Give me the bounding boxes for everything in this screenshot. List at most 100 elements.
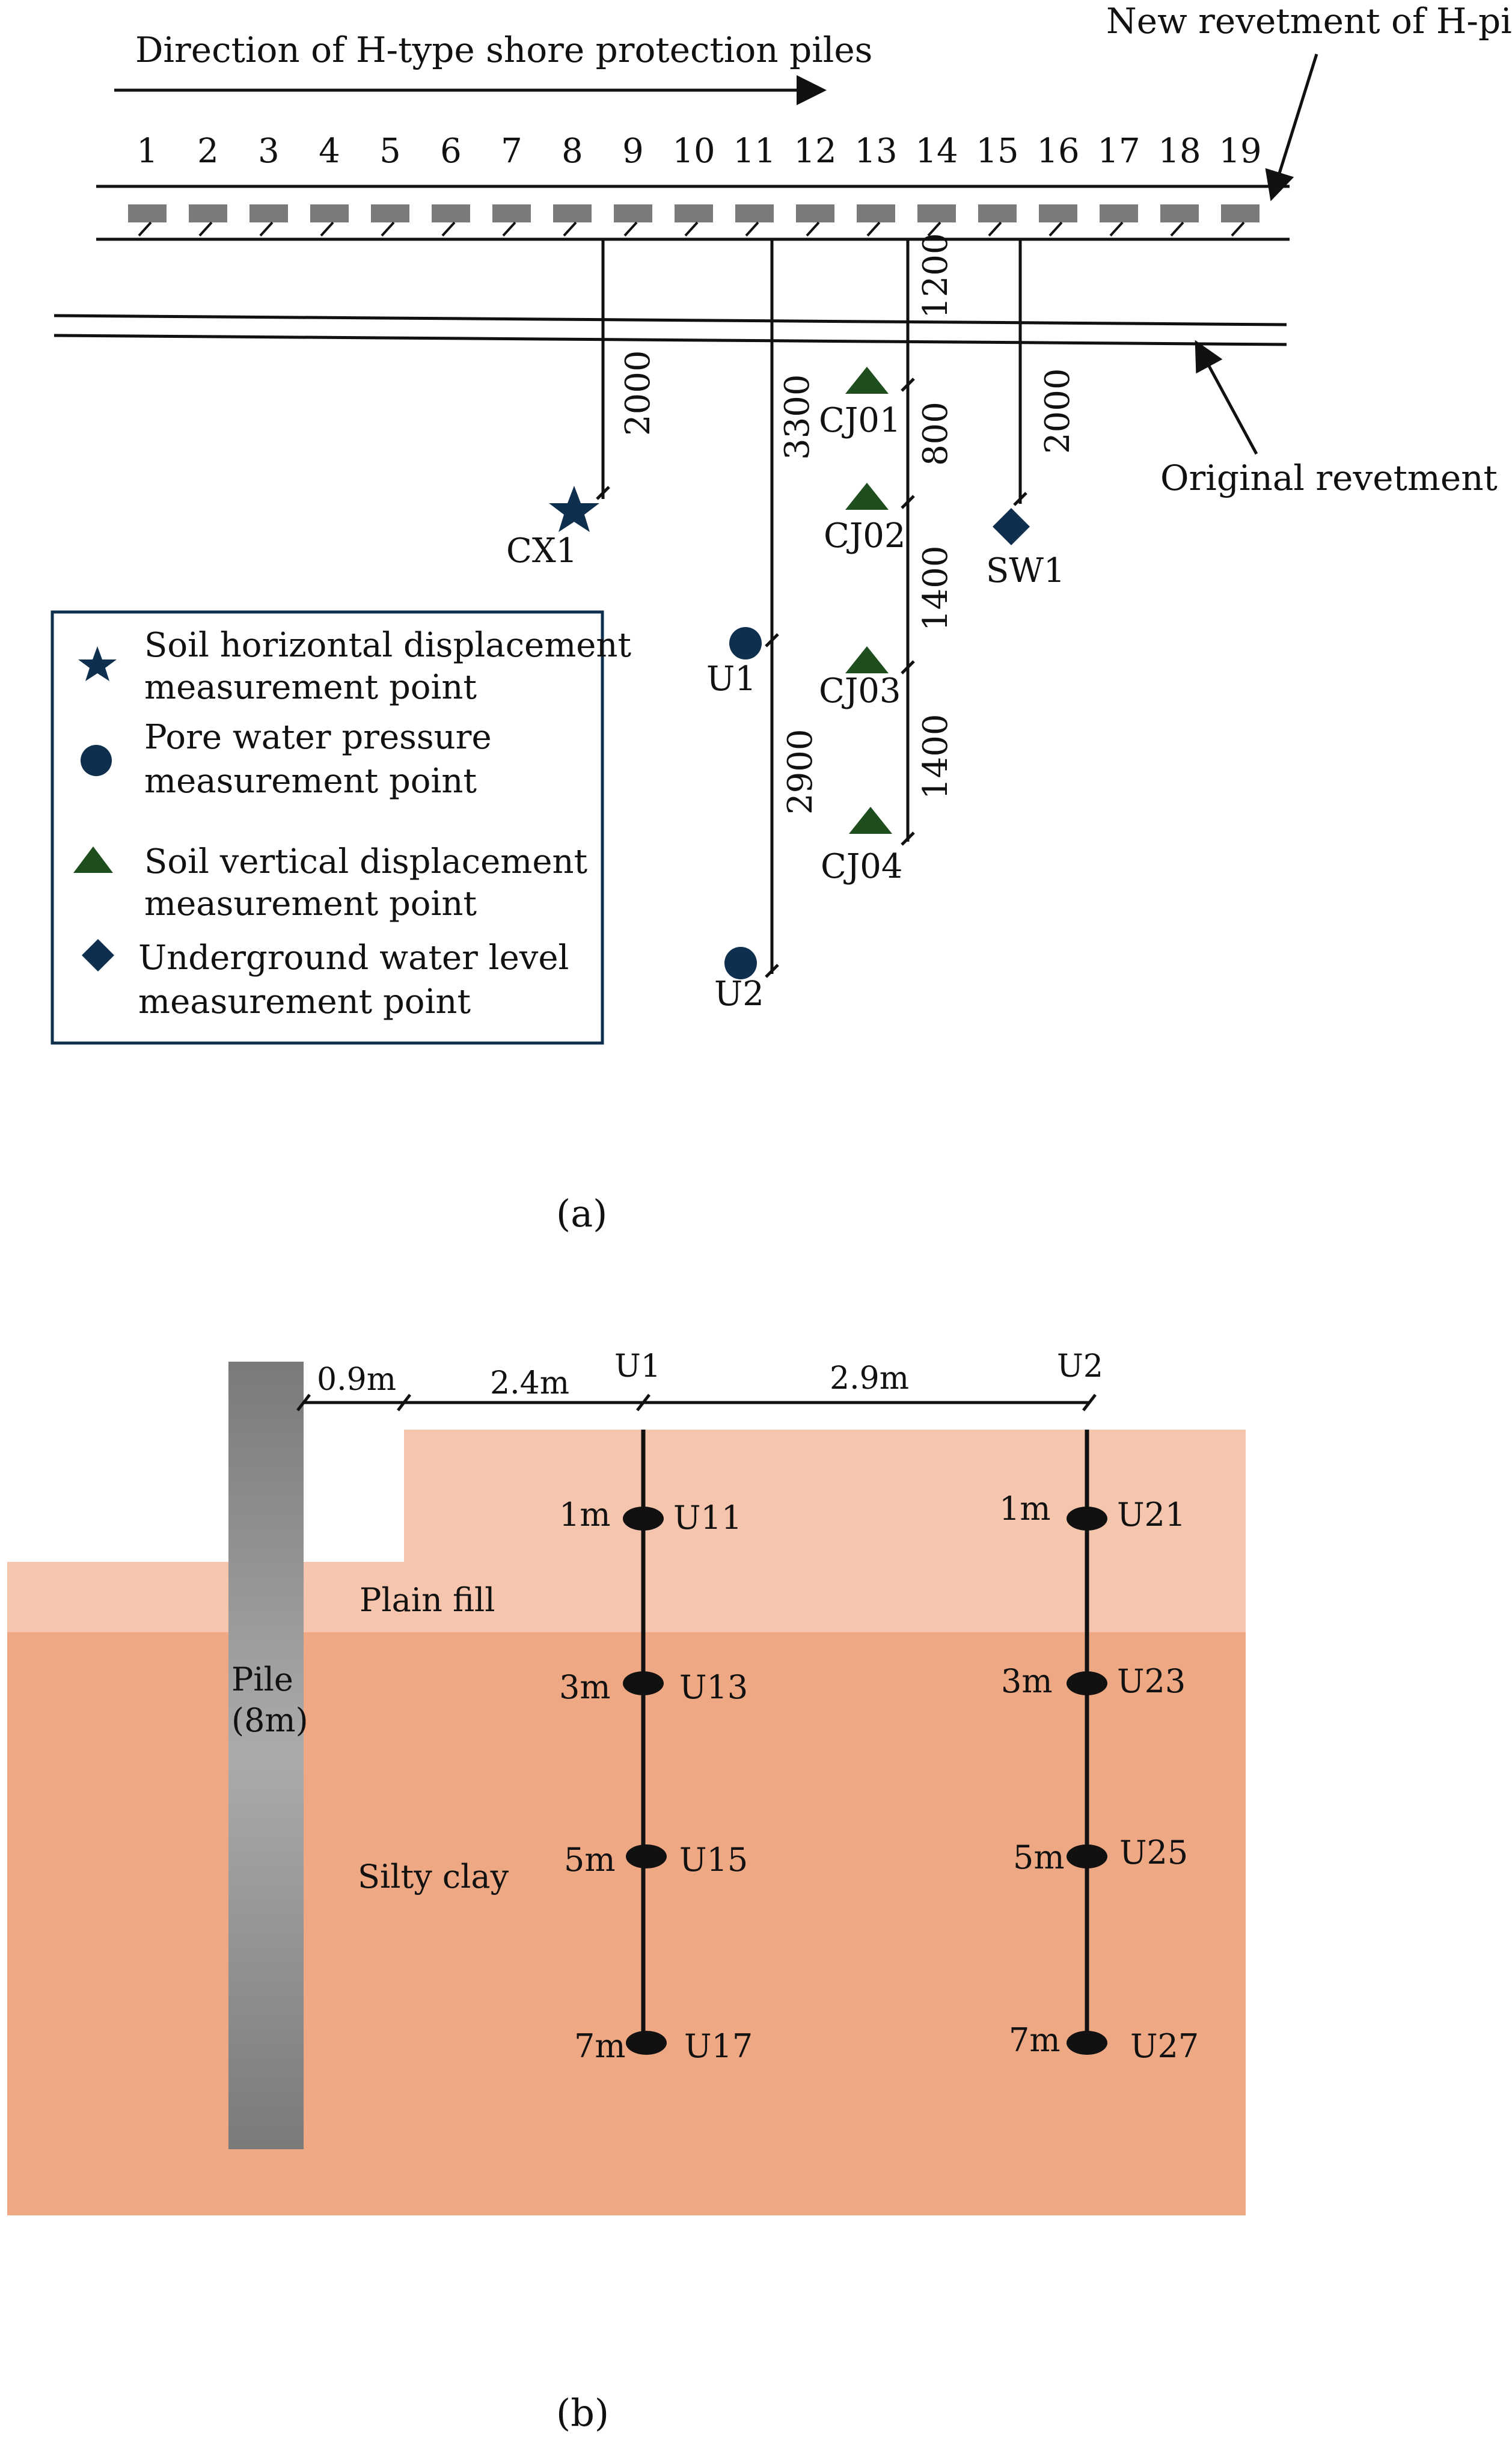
original-revetment-line-1 bbox=[54, 314, 1287, 326]
cx1-dimension: 2000 bbox=[619, 350, 658, 436]
dim-tick-u2 bbox=[1082, 1394, 1097, 1412]
dim-0-9m: 0.9m bbox=[317, 1362, 396, 1398]
dim-2-9m: 2.9m bbox=[830, 1360, 909, 1397]
panel-a: Direction of H-type shore protection pil… bbox=[51, 1, 1512, 1235]
pile-segment-11 bbox=[735, 204, 774, 222]
legend-triangle-icon bbox=[73, 846, 113, 873]
cj03-tick bbox=[901, 660, 915, 675]
cj-03-04-dimension: 1400 bbox=[916, 714, 955, 800]
cj02-label: CJ02 bbox=[824, 516, 906, 555]
cj03-triangle-marker bbox=[845, 646, 889, 673]
cj-top-dimension: 1200 bbox=[916, 233, 955, 319]
pile-number-18: 18 bbox=[1158, 132, 1201, 171]
pile-tick-10 bbox=[684, 221, 699, 237]
cj04-tick bbox=[901, 831, 915, 846]
pile-number-5: 5 bbox=[379, 132, 401, 171]
original-revetment-label: Original revetment bbox=[1160, 457, 1498, 498]
pile-tick-3 bbox=[259, 221, 274, 237]
cx1-star-marker bbox=[549, 486, 599, 532]
pile-segment-2 bbox=[189, 204, 227, 222]
pile-segment-5 bbox=[371, 204, 409, 222]
pile-tick-8 bbox=[563, 221, 577, 237]
pile-tick-2 bbox=[198, 221, 213, 237]
legend-star-icon bbox=[78, 646, 117, 681]
u2-circle-marker bbox=[724, 947, 757, 979]
legend-star-line2: measurement point bbox=[144, 668, 477, 707]
u23-sensor bbox=[1067, 1671, 1107, 1695]
cj02-tick bbox=[901, 495, 915, 509]
pile-number-14: 14 bbox=[915, 132, 958, 171]
u1-tick bbox=[765, 633, 779, 647]
dim-tick-pile bbox=[296, 1394, 311, 1412]
original-revetment-line-2 bbox=[54, 334, 1287, 346]
pile-number-13: 13 bbox=[854, 132, 897, 171]
pile-tick-18 bbox=[1170, 221, 1184, 237]
u2-depth-3m: 3m bbox=[1001, 1662, 1053, 1700]
sw1-tick bbox=[1013, 492, 1027, 506]
pile-tick-6 bbox=[441, 221, 456, 237]
pile-segment-8 bbox=[553, 204, 592, 222]
u1-depth-3m: 3m bbox=[559, 1668, 611, 1706]
u2-depth-1m: 1m bbox=[999, 1490, 1051, 1528]
pile-tick-14 bbox=[927, 221, 941, 237]
legend: Soil horizontal displacement measurement… bbox=[51, 610, 632, 1045]
pile-segment-9 bbox=[614, 204, 652, 222]
pile-segment-3 bbox=[249, 204, 288, 222]
pile-tick-19 bbox=[1231, 221, 1245, 237]
u11-sensor bbox=[623, 1507, 664, 1531]
legend-triangle-line2: measurement point bbox=[144, 884, 477, 923]
pile-number-2: 2 bbox=[197, 132, 219, 171]
sw-dimension: 2000 bbox=[1038, 368, 1077, 454]
u15-label: U15 bbox=[679, 1841, 748, 1879]
pile-number-10: 10 bbox=[672, 132, 715, 171]
pile-tick-4 bbox=[320, 221, 334, 237]
pile-tick-11 bbox=[745, 221, 759, 237]
direction-label: Direction of H-type shore protection pil… bbox=[135, 29, 872, 70]
u1-circle-marker bbox=[729, 627, 762, 659]
pile-tick-16 bbox=[1048, 221, 1063, 237]
plain-fill-label: Plain fill bbox=[360, 1581, 495, 1619]
cj-01-02-dimension: 800 bbox=[916, 402, 955, 466]
pile-tick-9 bbox=[623, 221, 638, 237]
cx1-label: CX1 bbox=[506, 531, 577, 571]
pile-number-16: 16 bbox=[1036, 132, 1079, 171]
pile-segment-4 bbox=[310, 204, 349, 222]
legend-diamond-icon bbox=[82, 939, 114, 972]
sw1-diamond-marker bbox=[993, 508, 1030, 545]
caption-b: (b) bbox=[556, 2391, 609, 2435]
legend-star-line1: Soil horizontal displacement bbox=[144, 626, 632, 665]
pile-number-7: 7 bbox=[501, 132, 522, 171]
pile-tick-17 bbox=[1109, 221, 1124, 237]
u1-depth-5m: 5m bbox=[564, 1841, 616, 1879]
cj02-triangle-marker bbox=[845, 483, 889, 510]
u-between-dimension: 2900 bbox=[781, 729, 820, 815]
pile-segment-14 bbox=[917, 204, 956, 222]
pile-segment-17 bbox=[1100, 204, 1138, 222]
pile-number-1: 1 bbox=[136, 132, 158, 171]
pile-tick-13 bbox=[866, 221, 881, 237]
caption-a: (a) bbox=[556, 1192, 607, 1235]
u2-top-label: U2 bbox=[1057, 1348, 1103, 1385]
u25-sensor bbox=[1067, 1844, 1107, 1868]
u25-label: U25 bbox=[1119, 1834, 1188, 1871]
u13-label: U13 bbox=[679, 1668, 748, 1706]
legend-circle-line2: measurement point bbox=[144, 762, 477, 801]
u1-depth-7m: 7m bbox=[574, 2027, 626, 2065]
u2-depth-5m: 5m bbox=[1013, 1838, 1065, 1876]
pile-segment-6 bbox=[432, 204, 470, 222]
pile-tick-5 bbox=[381, 221, 395, 237]
pile-segment-15 bbox=[978, 204, 1017, 222]
u21-sensor bbox=[1067, 1507, 1107, 1531]
dim-2-4m: 2.4m bbox=[490, 1365, 569, 1401]
pile-number-9: 9 bbox=[622, 132, 644, 171]
u13-sensor bbox=[623, 1671, 664, 1695]
cj01-label: CJ01 bbox=[819, 401, 901, 440]
u1-depth-1m: 1m bbox=[559, 1496, 611, 1534]
u27-label: U27 bbox=[1130, 2027, 1199, 2065]
pile-number-11: 11 bbox=[733, 132, 776, 171]
u11-label: U11 bbox=[673, 1499, 742, 1537]
u2-depth-7m: 7m bbox=[1009, 2021, 1061, 2059]
pile-label-line1: Pile bbox=[231, 1660, 293, 1698]
